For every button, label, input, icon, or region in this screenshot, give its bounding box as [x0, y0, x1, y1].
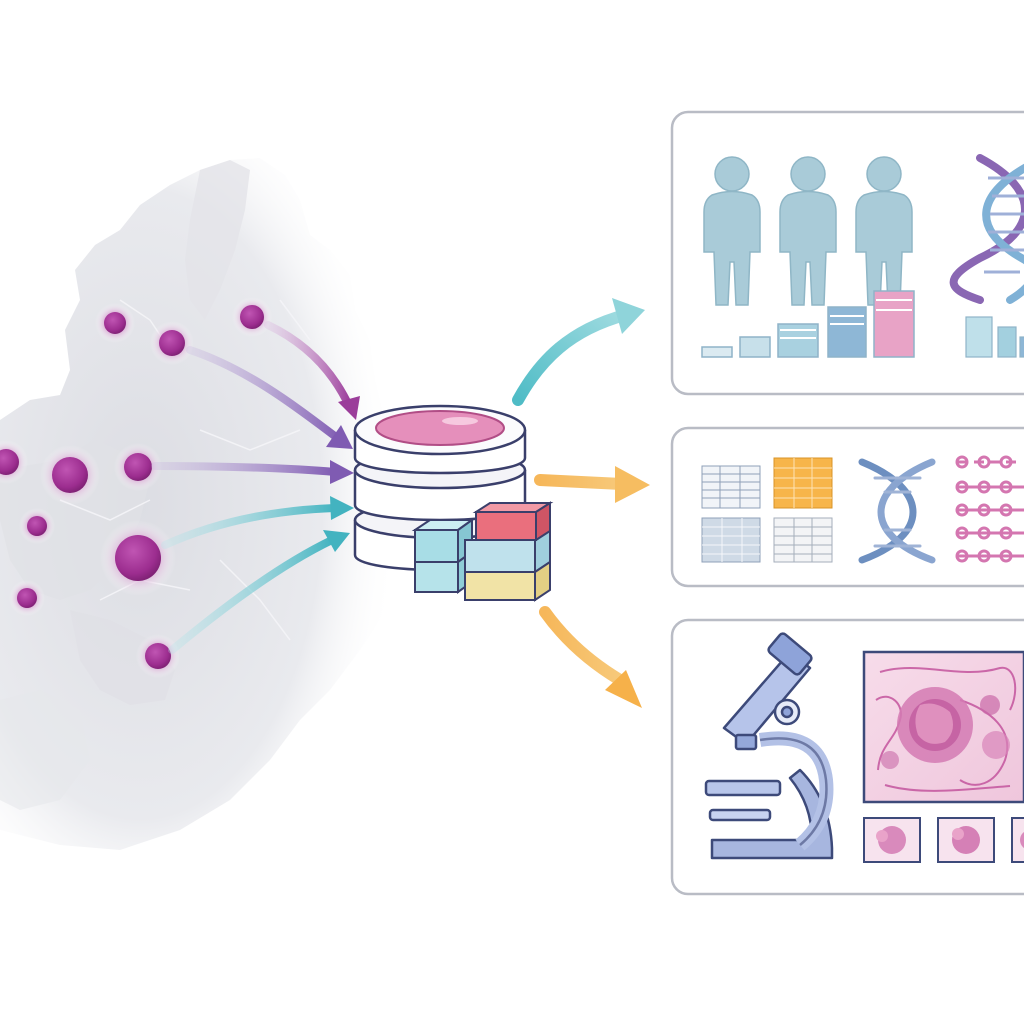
- dna-icon: [858, 458, 936, 564]
- arrow-orange-out-1: [534, 466, 650, 503]
- arrow-purple-2: [186, 346, 353, 449]
- pathology-panel: [670, 618, 1024, 896]
- source-dot: [40, 445, 100, 505]
- table-icon: [773, 457, 833, 509]
- person-icon: [703, 156, 761, 306]
- source-dot: [150, 321, 194, 365]
- inbound-arrows: [151, 321, 360, 654]
- tissue-thumbnail: [937, 817, 995, 863]
- person-icon: [855, 156, 913, 306]
- table-icon: [701, 517, 761, 563]
- arrow-teal-1: [161, 496, 354, 549]
- source-dot: [114, 443, 162, 491]
- table-icon: [773, 517, 833, 563]
- module-cube: [464, 560, 551, 602]
- source-dot: [100, 520, 176, 596]
- molecule-chain-icon: [955, 455, 1024, 563]
- outbound-arrows: [512, 298, 650, 708]
- person-icon: [779, 156, 837, 306]
- source-sites: [0, 297, 272, 678]
- module-cube: [472, 501, 554, 542]
- genomic-panel: [670, 426, 1024, 588]
- tissue-thumbnail: [1011, 817, 1024, 863]
- tissue-thumbnail: [863, 817, 921, 863]
- bar-chart-icon: [701, 290, 915, 358]
- source-dot: [9, 580, 45, 616]
- arrow-purple-3: [151, 460, 354, 484]
- source-dot: [0, 440, 28, 484]
- mini-bar-chart-icon: [965, 316, 1024, 358]
- source-dot: [95, 303, 135, 343]
- source-dot: [232, 297, 272, 337]
- source-dot: [136, 634, 180, 678]
- module-cube: [411, 518, 476, 564]
- arrow-teal-out: [512, 298, 645, 406]
- source-dot: [19, 508, 55, 544]
- dna-icon: [949, 154, 1024, 304]
- population-panel: [670, 110, 1024, 396]
- tissue-slide-icon: [862, 650, 1024, 804]
- microscope-icon: [704, 632, 834, 860]
- hub-top-cap: [375, 410, 505, 446]
- arrow-orange-out-2: [539, 606, 642, 708]
- table-icon: [701, 465, 761, 509]
- arrow-purple-1: [264, 321, 360, 420]
- arrow-teal-2: [168, 530, 350, 654]
- data-modules: [411, 501, 554, 602]
